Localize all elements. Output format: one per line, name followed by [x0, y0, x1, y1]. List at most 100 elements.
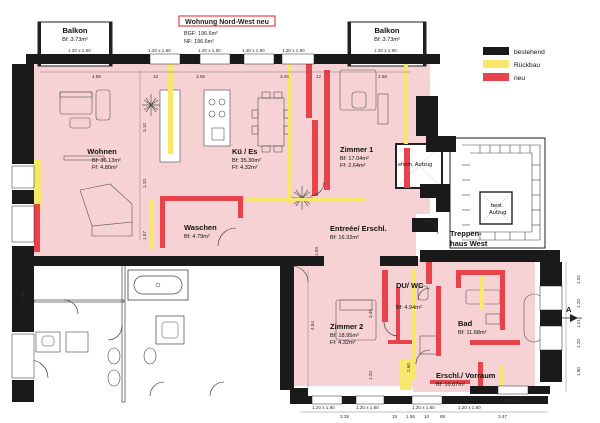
svg-text:12: 12 [316, 74, 322, 79]
svg-text:3.45: 3.45 [368, 309, 373, 318]
balcony-left-name: Balkon [62, 26, 87, 35]
svg-text:Bf: 16.32m²: Bf: 16.32m² [330, 235, 359, 241]
svg-text:Bf: 4.79m²: Bf: 4.79m² [184, 234, 210, 240]
svg-text:Zimmer 2: Zimmer 2 [330, 322, 363, 331]
svg-text:15: 15 [392, 414, 398, 419]
svg-text:4.85: 4.85 [92, 74, 101, 79]
svg-text:1.20 x 1.80: 1.20 x 1.80 [198, 48, 221, 53]
svg-text:1.20 x 1.80: 1.20 x 1.80 [356, 405, 379, 410]
svg-text:1.20 x 1.80: 1.20 x 1.80 [374, 48, 397, 53]
svg-text:1.20: 1.20 [576, 299, 581, 308]
room-label-duwc: DU/ WC Bf: 4.94m² [396, 281, 424, 311]
svg-text:DU/ WC: DU/ WC [396, 281, 424, 290]
svg-text:1.20 x 1.80: 1.20 x 1.80 [68, 48, 91, 53]
svg-text:3.88: 3.88 [378, 74, 387, 79]
svg-text:Wohnen: Wohnen [87, 147, 117, 156]
legend-label-existing: bestehend [514, 49, 545, 56]
svg-text:1.20 x 1.80: 1.20 x 1.80 [312, 405, 335, 410]
dimensions-left: 3.10 1.20 1.57 4.84 5.40 [20, 123, 315, 330]
svg-text:Ff: 4.80m²: Ff: 4.80m² [92, 165, 118, 171]
svg-text:1.20 x 1.80: 1.20 x 1.80 [242, 48, 265, 53]
svg-text:Bf: 17.04m²: Bf: 17.04m² [340, 156, 369, 162]
svg-text:1.20 x 1.80: 1.20 x 1.80 [500, 398, 523, 403]
dimension-lines [40, 70, 567, 413]
svg-text:Entreée/ Erschl.: Entreée/ Erschl. [330, 224, 387, 233]
svg-text:Bf: 10.07m²: Bf: 10.07m² [436, 382, 465, 388]
room-label-bad: Bad Bf: 11.68m² [458, 319, 487, 336]
svg-text:Ff: 2.64m²: Ff: 2.64m² [340, 163, 366, 169]
best-elevator-label-1: best. [491, 203, 504, 209]
balcony-right-name: Balkon [374, 26, 399, 35]
svg-text:1.57: 1.57 [142, 231, 147, 240]
title-bgf: BGF: 196.6m² [184, 31, 218, 37]
dimensions-top: 4.85 12 3.05 3.46 12 3.88 [92, 74, 387, 79]
svg-text:Kü / Es: Kü / Es [232, 147, 257, 156]
room-label-zimmer1: Zimmer 1 Bf: 17.04m² Ff: 2.64m² [340, 145, 373, 169]
legend-swatch-new [483, 73, 509, 81]
windows [11, 53, 563, 405]
room-label-vorraum: Erschl./ Vorraum Bf: 10.07m² [436, 371, 496, 388]
svg-text:1.20: 1.20 [576, 339, 581, 348]
svg-text:1.20 x 1.80: 1.20 x 1.80 [148, 48, 171, 53]
old-elevator-label: ehem. Aufzug [398, 162, 432, 168]
svg-text:Bf: 11.68m²: Bf: 11.68m² [458, 330, 487, 336]
title-name: Wohnung Nord-West neu [185, 19, 269, 26]
new-walls [34, 64, 520, 386]
balcony-left-area: Bf: 3.73m² [62, 37, 88, 43]
title-nf: NF: 196.6m² [184, 39, 214, 45]
demolition-walls [34, 64, 503, 390]
svg-text:1.92: 1.92 [576, 275, 581, 284]
svg-text:Bad: Bad [458, 319, 473, 328]
dimensions-misc: 3.45 1.59 1.20 2.60 [314, 247, 411, 380]
svg-text:3.05: 3.05 [196, 74, 205, 79]
best-elevator-label-2: Aufzug [489, 210, 506, 216]
svg-text:1.80: 1.80 [576, 367, 581, 376]
svg-text:Bf: 4.94m²: Bf: 4.94m² [396, 305, 422, 311]
svg-text:10: 10 [424, 414, 430, 419]
svg-text:A: A [566, 305, 572, 314]
doors [217, 181, 439, 365]
room-label-kueche: Kü / Es Bf: 35.30m² Ff: 4.32m² [232, 147, 261, 171]
svg-text:3.39: 3.39 [340, 414, 349, 419]
svg-text:1.59: 1.59 [314, 247, 319, 256]
legend: bestehend Rückbau neu [483, 47, 545, 82]
svg-text:1.20 x 1.80: 1.20 x 1.80 [412, 405, 435, 410]
svg-text:1.20: 1.20 [368, 371, 373, 380]
svg-text:Bf: 36.13m²: Bf: 36.13m² [92, 158, 121, 164]
balcony-right-area: Bf: 3.73m² [374, 37, 400, 43]
dimensions-right: 1.92 1.20 1.21 1.20 1.80 [576, 275, 581, 376]
svg-text:85: 85 [440, 414, 446, 419]
legend-label-demolition: Rückbau [514, 62, 540, 69]
svg-text:12: 12 [153, 74, 159, 79]
svg-text:1.21: 1.21 [576, 319, 581, 328]
legend-swatch-demolition [483, 60, 509, 68]
svg-text:4.84: 4.84 [310, 321, 315, 330]
room-label-wohnen: Wohnen Bf: 36.13m² Ff: 4.80m² [87, 147, 121, 171]
svg-text:Ff: 4.32m²: Ff: 4.32m² [330, 340, 356, 346]
svg-text:1.20: 1.20 [142, 179, 147, 188]
svg-text:Erschl./ Vorraum: Erschl./ Vorraum [436, 371, 496, 380]
title-block: Wohnung Nord-West neu BGF: 196.6m² NF: 1… [178, 15, 276, 45]
staircase [449, 137, 546, 249]
svg-text:5.40: 5.40 [20, 291, 25, 300]
legend-swatch-existing [483, 47, 509, 55]
dimensions-bottom: 3.39 15 1.56 10 85 3.47 [340, 414, 507, 419]
svg-text:3.10: 3.10 [142, 123, 147, 132]
legend-label-new: neu [514, 75, 525, 82]
svg-text:2.60: 2.60 [406, 363, 411, 372]
svg-text:Zimmer 1: Zimmer 1 [340, 145, 373, 154]
lower-left-rooms [29, 261, 290, 414]
svg-text:Ff: 4.32m²: Ff: 4.32m² [232, 165, 258, 171]
staircase-label-1: Treppen- [450, 229, 482, 238]
section-marker: A [562, 305, 582, 322]
svg-text:1.20 x 1.80: 1.20 x 1.80 [282, 48, 305, 53]
staircase-label-2: haus West [450, 239, 488, 248]
room-label-waschen: Waschen Bf: 4.79m² [184, 223, 217, 240]
svg-text:1.20 x 1.80: 1.20 x 1.80 [458, 405, 481, 410]
room-label-entree: Entreée/ Erschl. Bf: 16.32m² [330, 224, 387, 241]
svg-text:3.46: 3.46 [280, 74, 289, 79]
dimensions-window-bottom: 1.20 x 1.80 1.20 x 1.80 1.20 x 1.80 1.20… [312, 398, 523, 410]
svg-text:1.56: 1.56 [406, 414, 415, 419]
svg-text:3.47: 3.47 [498, 414, 507, 419]
